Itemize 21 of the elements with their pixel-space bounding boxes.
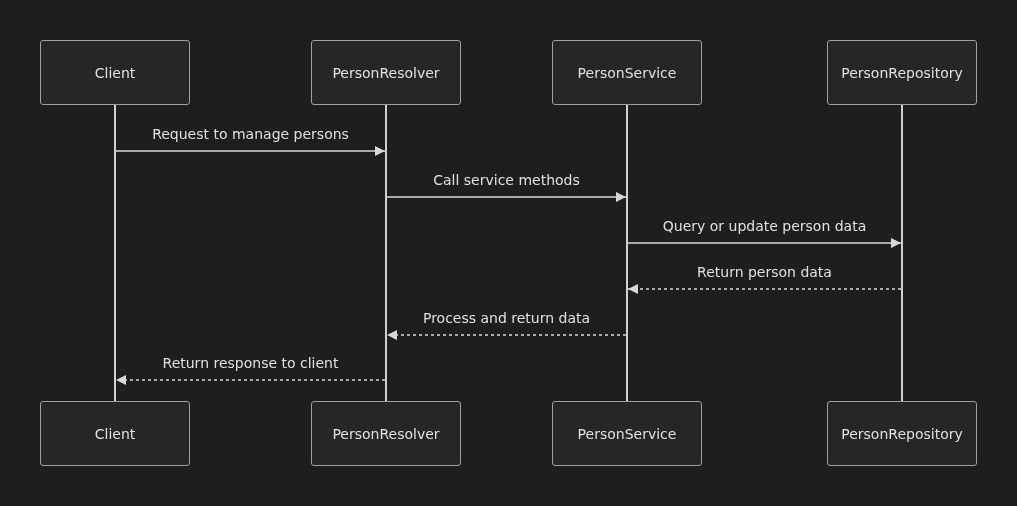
participant-box: PersonResolver xyxy=(311,401,461,466)
participant-box: Client xyxy=(40,40,190,105)
edge-label: Return response to client xyxy=(160,354,341,372)
edge-label: Return person data xyxy=(695,263,834,281)
return-arrow xyxy=(115,375,386,385)
message-arrow xyxy=(386,192,627,202)
return-arrow xyxy=(386,330,627,340)
lifeline xyxy=(114,105,116,401)
participant-box: PersonRepository xyxy=(827,401,977,466)
participant-box: PersonRepository xyxy=(827,40,977,105)
lifeline xyxy=(385,105,387,401)
participant-box: PersonService xyxy=(552,401,702,466)
participant-box: PersonResolver xyxy=(311,40,461,105)
message-arrow xyxy=(115,146,386,156)
lifeline xyxy=(901,105,903,401)
return-arrow xyxy=(627,284,902,294)
edge-label: Query or update person data xyxy=(660,217,869,235)
message-arrow xyxy=(627,238,902,248)
participant-box: Client xyxy=(40,401,190,466)
participant-box: PersonService xyxy=(552,40,702,105)
lifeline xyxy=(626,105,628,401)
